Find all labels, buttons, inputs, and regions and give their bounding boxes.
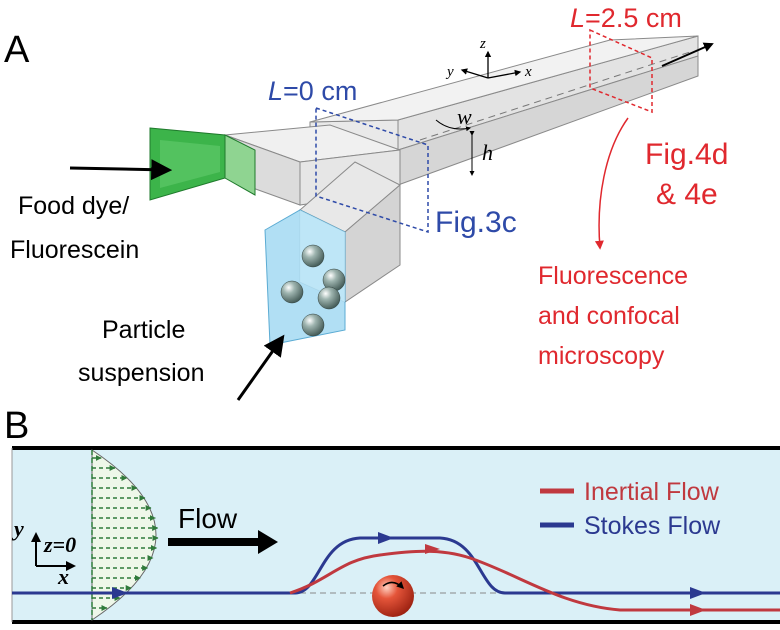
- dye-label-1: Food dye/: [18, 192, 129, 220]
- particle-label-2: suspension: [78, 359, 204, 387]
- width-symbol: w: [457, 104, 472, 129]
- ref-fig4d: Fig.4d: [645, 138, 728, 171]
- b-axis-z-label: z=0: [43, 532, 76, 557]
- particles: [280, 244, 346, 337]
- axis-z-label: z: [479, 36, 486, 52]
- axes-triad-b: [31, 532, 76, 571]
- position-end-label: L=2.5 cm: [570, 3, 682, 33]
- velocity-profile: [91, 449, 159, 621]
- method-line-2: and confocal: [538, 302, 680, 330]
- rotation-arrow-icon: [382, 581, 405, 590]
- axis-x-label: x: [524, 64, 532, 80]
- method-arrow: [594, 117, 629, 250]
- panel-b: B y z=0 x Flow: [4, 405, 780, 624]
- axes-triad-a: [460, 50, 522, 79]
- panel-a: A: [4, 3, 728, 401]
- legend-stokes-label: Stokes Flow: [584, 512, 721, 540]
- dye-inlet-block: [149, 127, 256, 201]
- dye-inlet-arrow: [69, 159, 173, 181]
- plane-l25: [589, 28, 653, 114]
- method-line-1: Fluorescence: [538, 262, 688, 290]
- flow-label: Flow: [178, 503, 238, 534]
- width-dimension: [435, 119, 471, 132]
- particle-label-1: Particle: [102, 316, 185, 344]
- ref-fig3c: Fig.3c: [435, 206, 517, 239]
- method-line-3: microscopy: [538, 342, 665, 370]
- axis-y-label: y: [445, 64, 454, 80]
- b-axis-y-label: y: [11, 516, 24, 541]
- particle: [301, 244, 325, 268]
- particle: [317, 286, 341, 310]
- particle: [301, 313, 325, 337]
- panel-a-label: A: [4, 29, 30, 71]
- inertial-streamline: [289, 549, 780, 612]
- dye-label-2: Fluorescein: [10, 236, 139, 264]
- position-start-label: L=0 cm: [268, 76, 357, 106]
- height-symbol: h: [482, 140, 493, 165]
- panel-b-label: B: [4, 405, 29, 447]
- particle-inlet-arrow: [236, 334, 285, 401]
- b-axis-x-label: x: [57, 564, 69, 589]
- legend: Inertial Flow Stokes Flow: [540, 478, 721, 540]
- outlet-arrow: [661, 42, 714, 67]
- ref-fig4e: & 4e: [656, 178, 718, 211]
- rotating-particle: [372, 575, 414, 617]
- particle: [280, 280, 304, 304]
- plane-l0: [315, 106, 429, 234]
- legend-inertial-label: Inertial Flow: [584, 478, 720, 506]
